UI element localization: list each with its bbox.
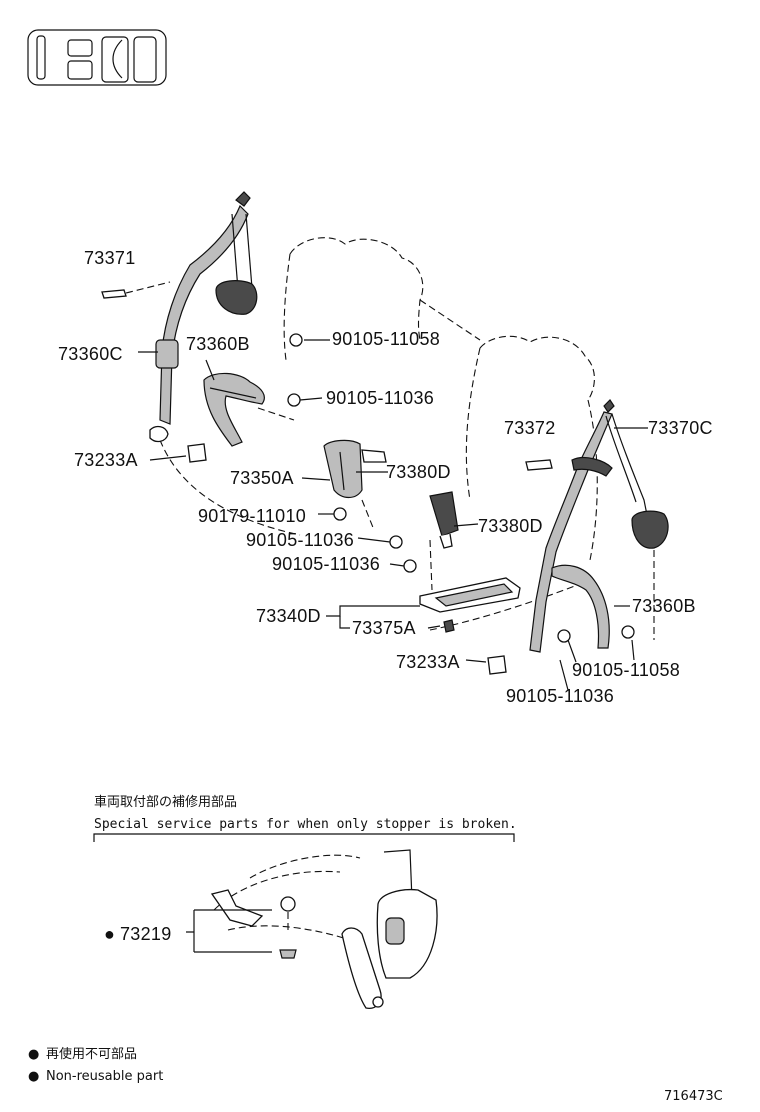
label-73380D-mid: 73380D [478,516,543,536]
diagram-code: 716473C [664,1089,723,1104]
buckle-73380D-mid [429,491,459,549]
label-73360C: 73360C [58,344,123,364]
belt-73360B-right [551,564,610,649]
tray-73340D [419,577,521,633]
label-73372: 73372 [504,418,556,438]
label-73380D-top: 73380D [386,462,451,482]
clip-73371 [101,281,171,299]
label-73370C: 73370C [648,418,713,438]
buckle-73350A [323,439,387,499]
label-73360B-left: 73360B [186,334,250,354]
label-73340D: 73340D [256,606,321,626]
seat-outline-right [429,335,598,631]
label-73371: 73371 [84,248,136,268]
label-90105-11058-right: 90105-11058 [572,660,680,680]
label-90105-11058-top: 90105-11058 [332,329,440,349]
legend-en: Non-reusable part [46,1069,163,1084]
belt-73360B-left [203,372,265,447]
label-73233A-right: 73233A [396,652,460,672]
label-90105-11036-mid: 90105-11036 [246,530,354,550]
leader-lines [138,339,655,691]
label-73375A: 73375A [352,618,416,638]
label-90105-11036-low: 90105-11036 [272,554,380,574]
label-90179-11010: 90179-11010 [198,506,306,526]
label-73233A-left: 73233A [74,450,138,470]
clip-73372 [525,459,553,471]
service-illustration [210,849,438,1009]
seat-outline-left [159,237,481,536]
service-bracket [93,833,515,842]
service-title-en: Special service parts for when only stop… [94,817,517,832]
service-leader [186,909,272,953]
legend-marker-en: ● [28,1069,39,1084]
service-part-number: 73219 [120,924,172,944]
service-title-jp: 車両取付部の補修用部品 [94,795,237,810]
cover-73233A-left [187,443,207,463]
right-retractor-belt [529,399,669,653]
label-90105-11036-top: 90105-11036 [326,388,434,408]
cover-73233A-right [487,655,507,675]
label-73350A: 73350A [230,468,294,488]
legend-marker-jp: ● [28,1047,39,1062]
label-90105-11036-right: 90105-11036 [506,686,614,706]
seat-layout-icon [27,29,167,86]
left-retractor-belt [149,191,258,443]
legend-jp: 再使用不可部品 [46,1046,137,1062]
label-73360B-right: 73360B [632,596,696,616]
service-part-marker: ● [104,924,115,944]
